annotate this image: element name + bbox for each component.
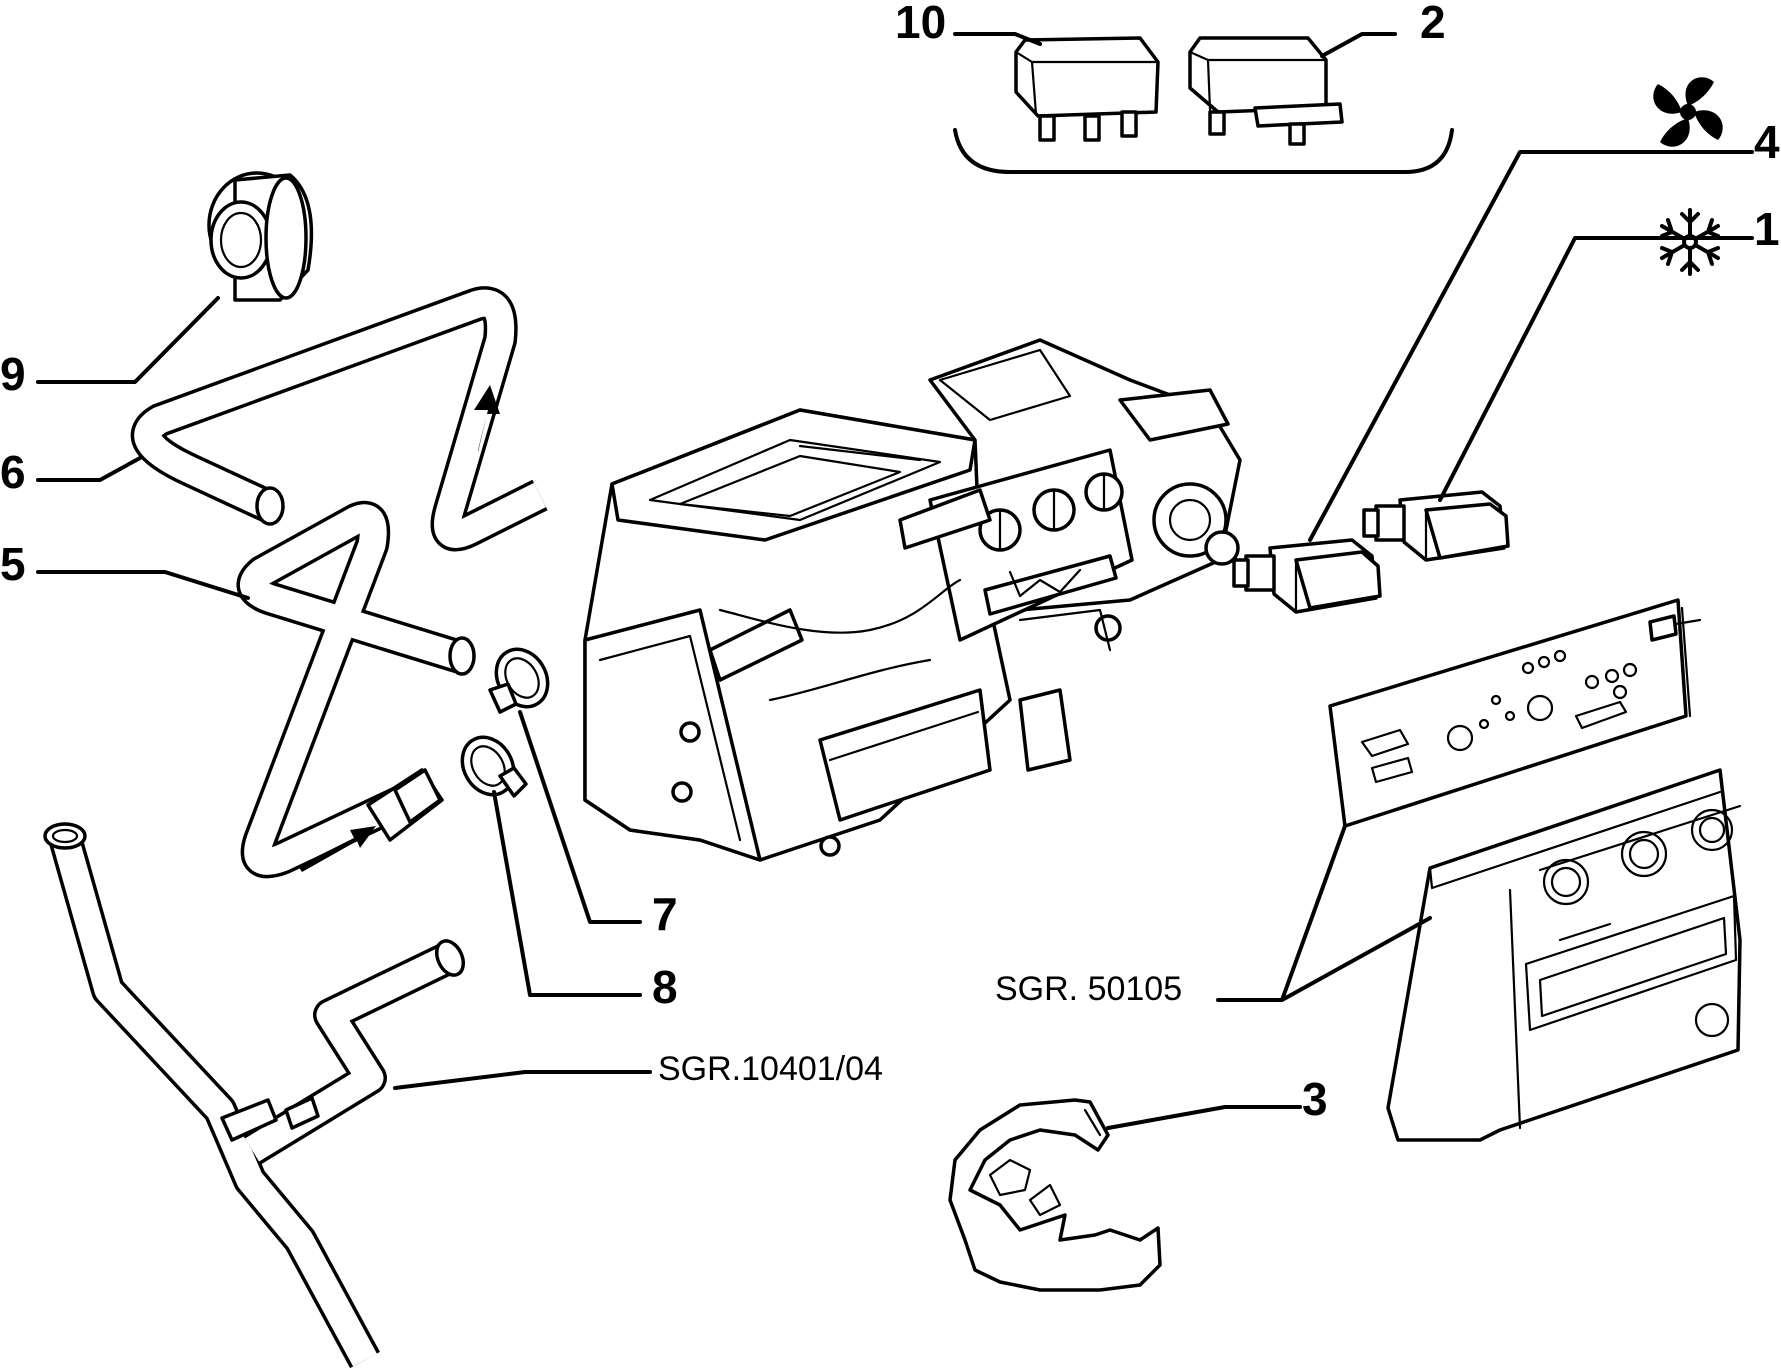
relay-2	[1188, 36, 1344, 146]
callout-10: 10	[895, 0, 946, 48]
snowflake-icon	[1660, 208, 1720, 276]
leader-1	[1438, 236, 1754, 502]
hose-6	[131, 286, 548, 552]
hose-5	[236, 500, 476, 879]
clamp-8	[460, 735, 528, 798]
leader-2	[1320, 32, 1397, 58]
reference-sgr-10401-04: SGR.10401/04	[658, 1050, 883, 1088]
leader-sgr-10401-04	[393, 1070, 652, 1090]
leader-10	[953, 32, 1042, 46]
leader-7	[518, 710, 642, 924]
leader-5	[36, 570, 250, 600]
leader-6	[36, 456, 142, 482]
callout-3: 3	[1302, 1073, 1328, 1125]
leader-sgr-50105	[1216, 824, 1432, 1002]
leader-4	[1308, 150, 1754, 542]
relay-group	[953, 32, 1454, 174]
callout-7: 7	[652, 888, 678, 940]
switch-4	[1232, 538, 1382, 614]
heater-unit	[583, 338, 1242, 862]
reference-sgr-50105: SGR. 50105	[995, 970, 1182, 1008]
callout-1: 1	[1754, 203, 1780, 255]
callout-4: 4	[1754, 116, 1780, 168]
callout-8: 8	[652, 961, 678, 1013]
callout-5: 5	[0, 538, 26, 590]
clamp-7	[488, 647, 550, 714]
bracket-3	[948, 1098, 1162, 1292]
leader-8	[492, 790, 642, 997]
relay-group-bracket	[953, 128, 1454, 174]
callout-6: 6	[0, 446, 26, 498]
control-panel	[1328, 598, 1702, 828]
leader-9	[36, 296, 220, 384]
coolant-pipe	[43, 822, 466, 1368]
dashboard-fascia	[1386, 768, 1742, 1142]
switch-1	[1362, 490, 1510, 562]
relay-10	[1014, 36, 1160, 142]
callout-2: 2	[1420, 0, 1446, 48]
leader-3	[1106, 1105, 1302, 1130]
fan-icon	[1653, 77, 1723, 147]
seal-9	[207, 171, 314, 302]
callout-9: 9	[0, 348, 26, 400]
